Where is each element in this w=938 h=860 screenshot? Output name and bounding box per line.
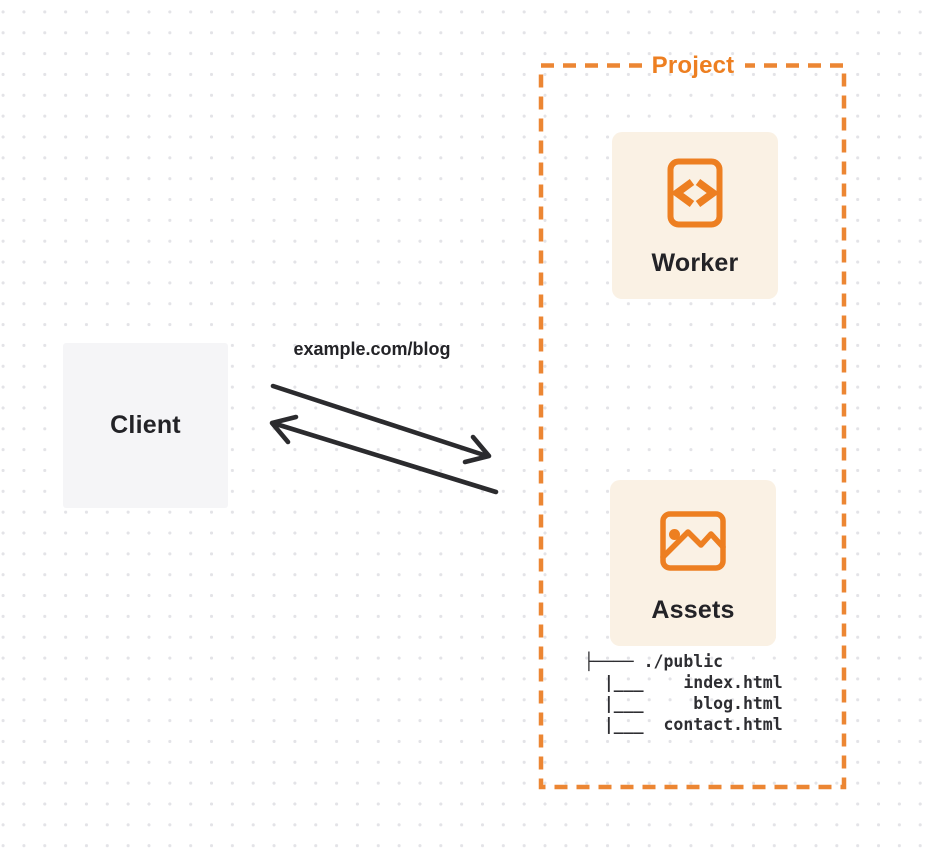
image-icon [660, 511, 726, 571]
assets-label: Assets [651, 596, 735, 624]
client-node: Client [63, 343, 228, 508]
worker-node: Worker [612, 132, 778, 299]
project-label: Project [651, 52, 735, 79]
request-url-label: example.com/blog [293, 339, 451, 359]
file-tree-line: |___ contact.html [584, 715, 783, 734]
code-icon [667, 158, 723, 228]
file-tree-line: ├──── ./public [584, 652, 724, 671]
file-tree-line: |___ index.html [584, 673, 783, 692]
file-tree: ├──── ./public |___ index.html |___ blog… [584, 651, 783, 735]
response-arrow [269, 414, 499, 495]
worker-label: Worker [651, 249, 739, 277]
assets-node: Assets [610, 480, 776, 646]
file-tree-line: |___ blog.html [584, 694, 783, 713]
client-label: Client [110, 411, 181, 439]
request-arrow [270, 383, 492, 465]
